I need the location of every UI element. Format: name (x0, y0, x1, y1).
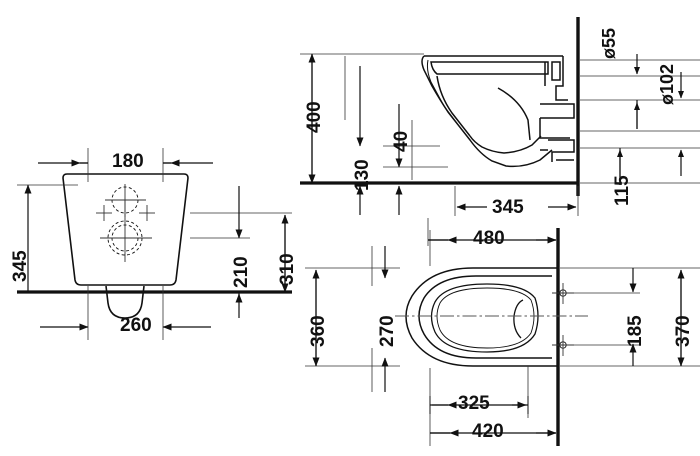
front-elevation-geometry (62, 173, 189, 319)
side-section-geometry (421, 55, 575, 168)
dim-label-115: 115 (612, 175, 633, 206)
dim-label-400: 400 (304, 101, 325, 133)
dim-label-310: 310 (277, 253, 298, 285)
plan-view-geometry (405, 267, 558, 367)
side-extension-lines (300, 53, 700, 216)
dim-label-260: 260 (120, 315, 152, 336)
front-extension-lines (17, 148, 292, 340)
dim-label-210: 210 (231, 256, 252, 288)
dim-label-360: 360 (308, 315, 329, 347)
dim-325 (429, 396, 529, 414)
front-elevation-fixing-marks (96, 184, 155, 262)
dim-label-180: 180 (112, 151, 144, 172)
dim-label-345-side: 345 (492, 197, 524, 218)
dim-label-o55: ø55 (599, 27, 619, 59)
dim-label-40: 40 (391, 130, 412, 152)
dim-label-345-front: 345 (10, 250, 31, 282)
dim-label-270: 270 (377, 315, 398, 347)
dim-label-480: 480 (473, 228, 505, 249)
dim-label-o102: ø102 (657, 63, 677, 105)
dim-label-370: 370 (673, 315, 694, 347)
dim-label-325: 325 (458, 393, 490, 414)
dim-label-130: 130 (352, 159, 373, 191)
dim-label-420: 420 (472, 421, 504, 442)
dim-label-185: 185 (625, 315, 646, 347)
